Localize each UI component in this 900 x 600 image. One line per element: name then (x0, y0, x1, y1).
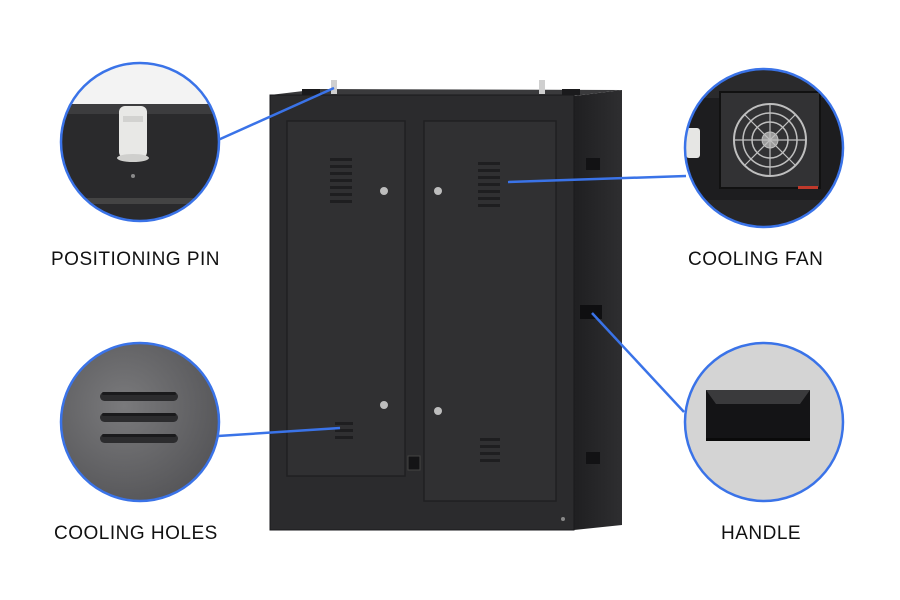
power-connector (407, 455, 421, 471)
pin-left (331, 80, 337, 94)
fan-grill-icon (733, 103, 807, 177)
side-handle-bottom (586, 452, 600, 464)
label-cooling-fan: COOLING FAN (688, 249, 824, 270)
line-cooling-holes (217, 426, 341, 438)
cooling-fan-closeup (683, 67, 845, 229)
pin-part-icon (117, 106, 149, 178)
cabinet-top-edge (270, 89, 622, 96)
lifting-lug-right (562, 89, 580, 95)
positioning-pin-closeup (59, 61, 221, 223)
line-positioning-pin (217, 86, 335, 142)
right-door-vent-top (478, 162, 500, 207)
left-door-vent-top (330, 158, 352, 203)
right-door (423, 120, 557, 502)
right-door-screw-bottom (434, 407, 442, 415)
fan-wire (798, 186, 818, 189)
side-handle-middle (580, 305, 602, 319)
left-door-screw-bottom (380, 401, 388, 409)
pin-right (539, 80, 545, 94)
handle-icon (706, 390, 810, 441)
handle-recess-closeup (683, 341, 845, 503)
side-handle-top (586, 158, 600, 170)
line-handle (591, 312, 685, 413)
left-door-vent-bottom (335, 422, 353, 439)
line-cooling-fan (507, 174, 687, 184)
corner-rivet (561, 517, 565, 521)
lifting-lug-left (302, 89, 320, 95)
left-door (286, 120, 406, 477)
vent-slots-icon (100, 392, 178, 443)
cooling-vent-closeup (59, 341, 221, 503)
label-cooling-holes: COOLING HOLES (54, 523, 218, 544)
led-cabinet (269, 80, 622, 531)
label-positioning-pin: POSITIONING PIN (51, 249, 221, 270)
callout-lines (217, 86, 687, 438)
left-door-screw-top (380, 187, 388, 195)
label-handle: HANDLE (721, 523, 802, 544)
right-door-screw-top (434, 187, 442, 195)
right-door-vent-bottom (480, 438, 500, 462)
